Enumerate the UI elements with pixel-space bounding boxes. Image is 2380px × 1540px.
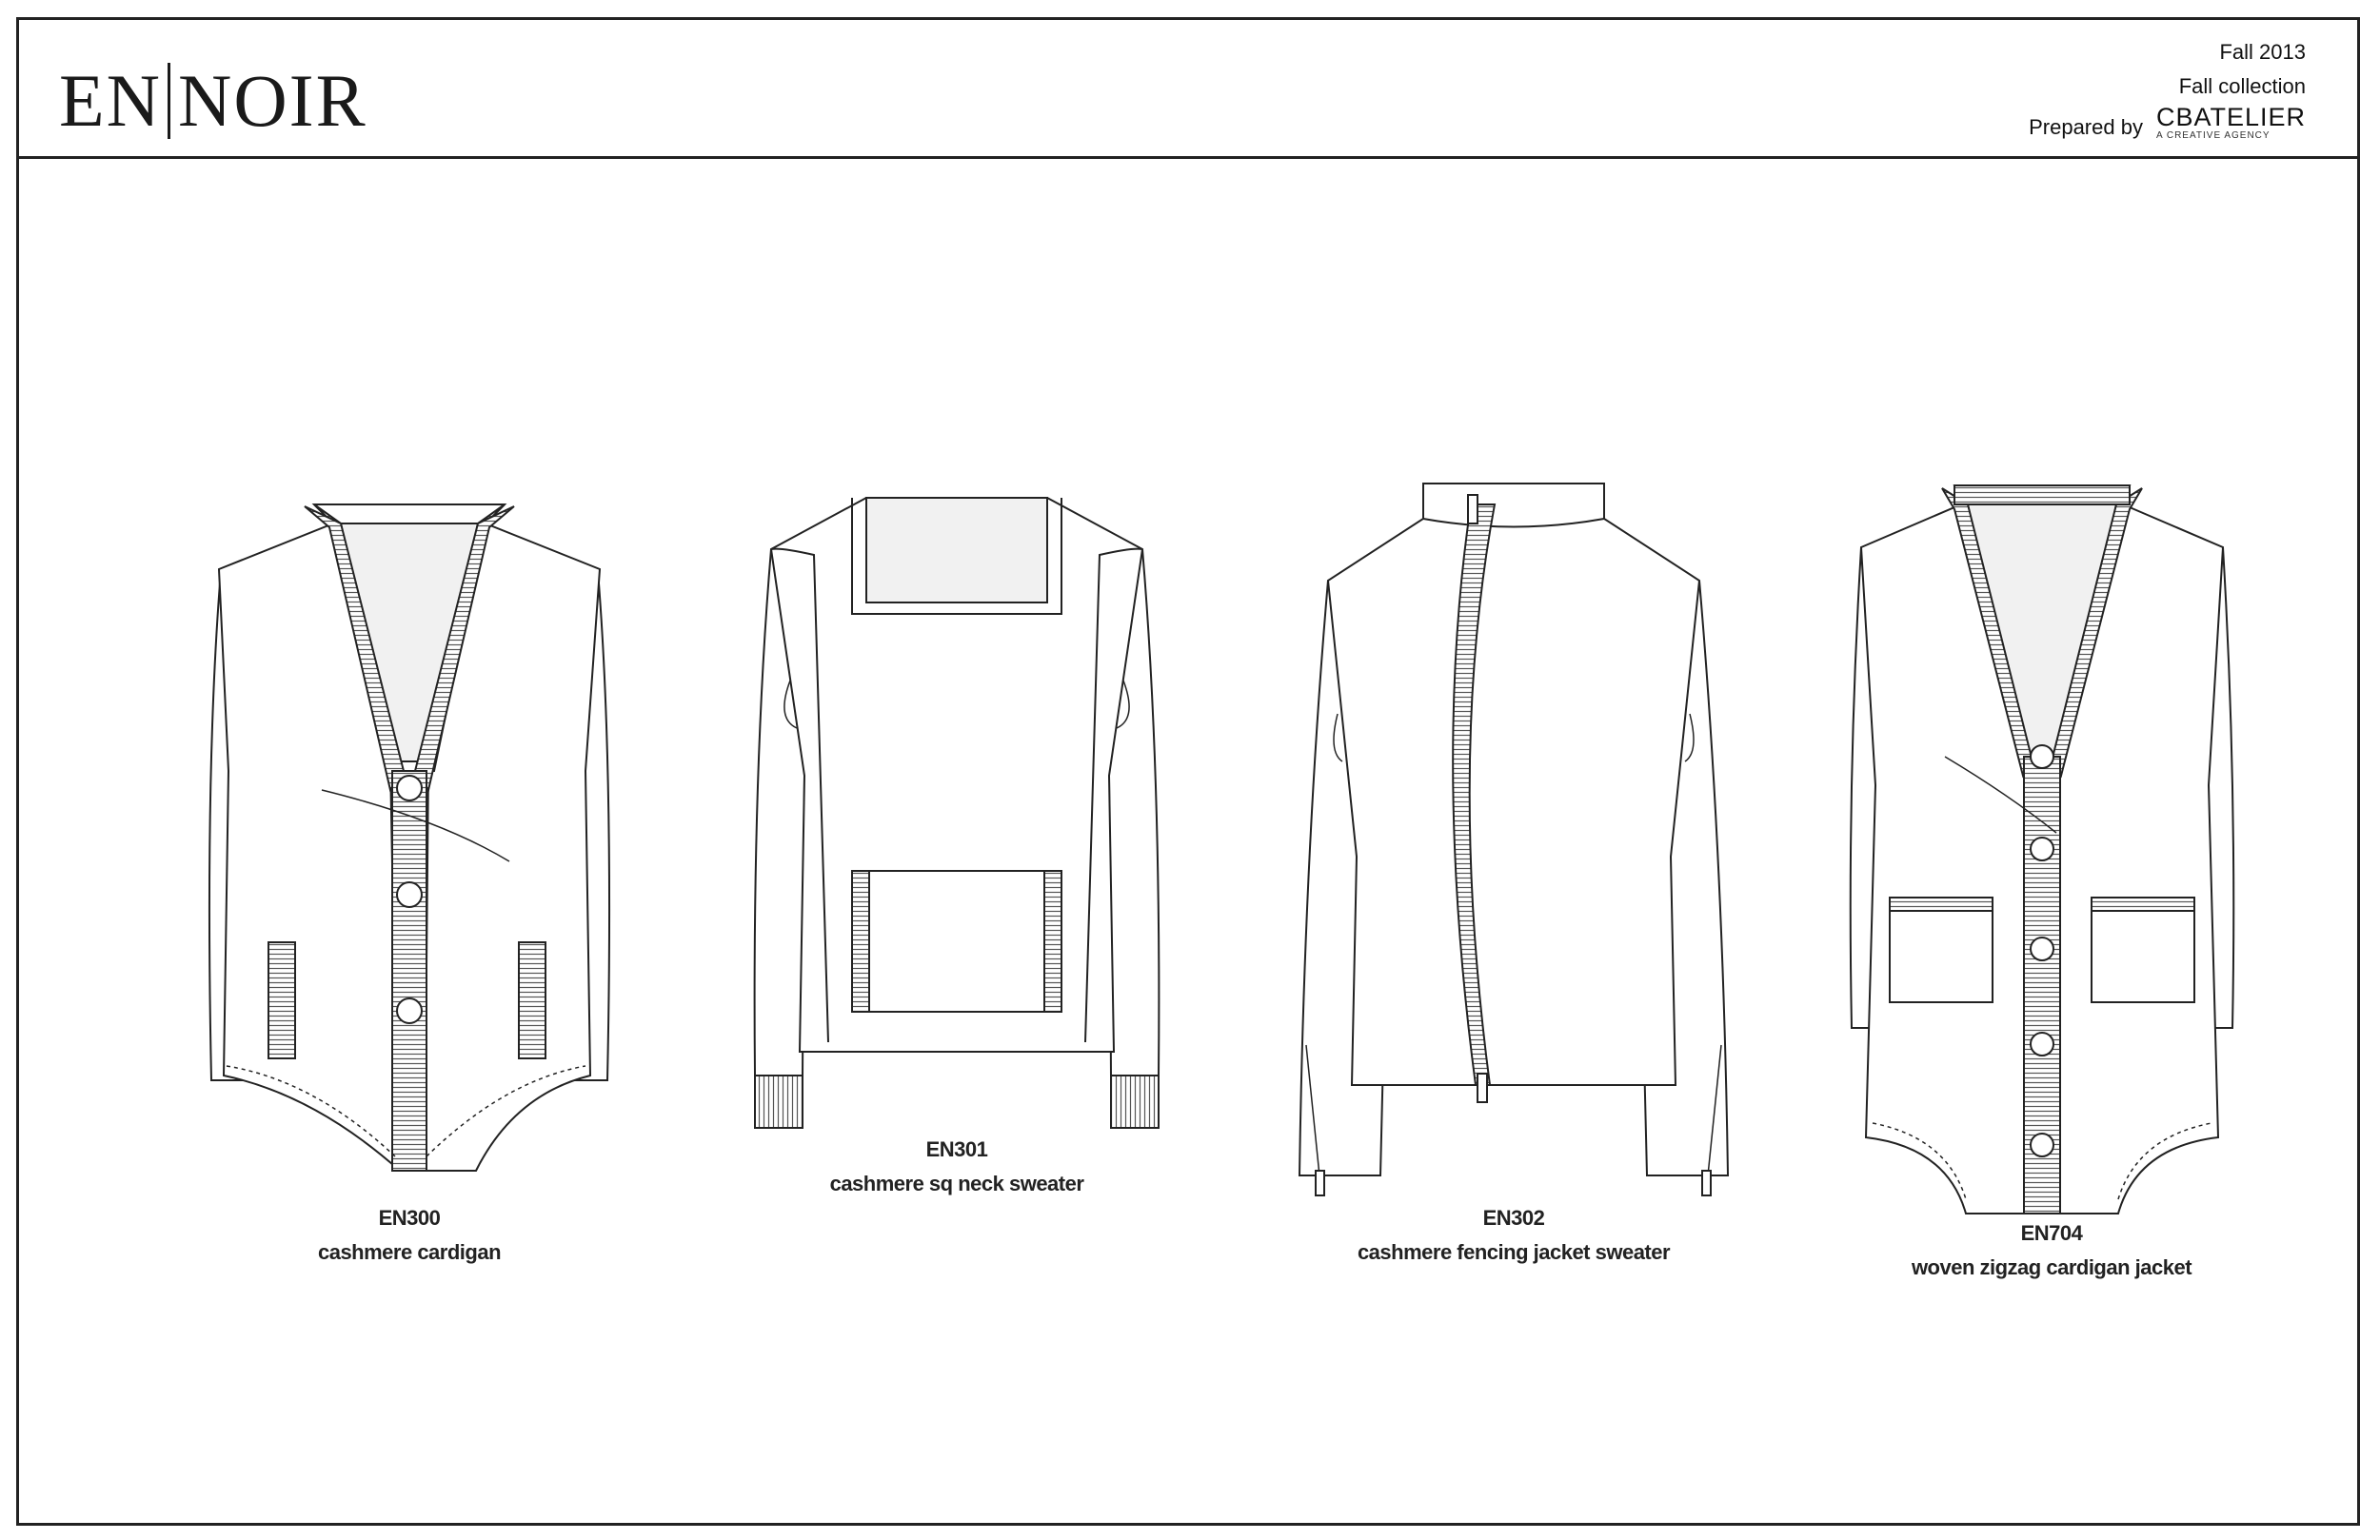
button-5: [2030, 1133, 2054, 1157]
cuff-left: [754, 1075, 803, 1129]
kangaroo-pocket: [851, 870, 1062, 1013]
agency-name: CBATELIER: [2155, 103, 2306, 131]
garment-code: EN302: [1482, 1206, 1545, 1230]
prepared-by: Prepared by CBATELIER A CREATIVE AGENCY: [2029, 104, 2306, 142]
collection-label: Fall collection: [2178, 74, 2306, 98]
zip-pull-top: [1467, 494, 1478, 524]
line-sheet: EN NOIR Fall 2013 Fall collection Prepar…: [16, 17, 2360, 1526]
sleeve-right: [1108, 548, 1160, 1076]
elbow-fold-left: [783, 680, 798, 729]
brand-divider: [167, 63, 170, 139]
mock-neck: [1422, 518, 1605, 528]
button-2: [396, 881, 423, 908]
square-neck: [865, 497, 1048, 603]
sleeve-left: [1849, 546, 1889, 1029]
garment-en300-sketch: [200, 485, 619, 1180]
garment-code: EN704: [2020, 1221, 2083, 1245]
cuff-zip-left: [1315, 1170, 1325, 1196]
sleeve-left: [753, 548, 805, 1076]
pocket-left: [268, 941, 296, 1059]
neck-trim: [851, 498, 1062, 615]
hem-stitch: [226, 1065, 586, 1157]
pocket-left: [1889, 897, 1993, 1003]
brand-logo: EN NOIR: [59, 58, 367, 144]
garment-en302-sketch: [1295, 476, 1733, 1214]
agency-logo: CBATELIER A CREATIVE AGENCY: [2156, 104, 2306, 142]
garment-en704-caption: EN704 woven zigzag cardigan jacket: [1861, 1216, 2242, 1285]
sleeve-right: [565, 570, 611, 1081]
pocket-rib-right: [1043, 870, 1062, 1013]
brand-right: NOIR: [177, 59, 367, 142]
pocket-right: [518, 941, 546, 1059]
raglan-left: [770, 547, 829, 1043]
pocket-flap-right: [2091, 897, 2195, 912]
asymmetric-zip: [1452, 503, 1497, 1086]
brand-left: EN: [59, 59, 162, 142]
season-label: Fall 2013: [2219, 40, 2306, 64]
garment-en302-caption: EN302 cashmere fencing jacket sweater: [1333, 1201, 1695, 1270]
hem-stitch: [1872, 1122, 2212, 1200]
raglan-right: [1084, 547, 1143, 1043]
drape-line: [1944, 756, 2057, 834]
elbow-fold-right: [1684, 713, 1695, 762]
garment-en300-caption: EN300 cashmere cardigan: [243, 1201, 576, 1270]
side-zip-right: [1707, 1044, 1722, 1176]
button-4: [2030, 1032, 2054, 1056]
drape-line: [321, 789, 510, 862]
collar-back: [1954, 484, 2131, 505]
agency-tagline: A CREATIVE AGENCY: [2155, 130, 2271, 141]
elbow-fold-right: [1116, 680, 1130, 729]
garment-name: woven zigzag cardigan jacket: [1911, 1255, 2192, 1279]
garment-code: EN300: [378, 1206, 441, 1230]
zip-pull-bottom: [1477, 1073, 1488, 1103]
placket: [391, 770, 427, 1172]
button-3: [2030, 937, 2054, 961]
garment-en301-sketch: [747, 490, 1166, 1133]
pocket-rib-left: [851, 870, 870, 1013]
button-1: [396, 775, 423, 801]
button-3: [396, 997, 423, 1024]
season-info: Fall 2013 Fall collection: [2179, 35, 2306, 104]
elbow-fold-left: [1333, 713, 1343, 762]
garment-name: cashmere cardigan: [317, 1240, 502, 1264]
garment-en704-sketch: [1842, 481, 2242, 1218]
cuff-right: [1110, 1075, 1160, 1129]
cuff-zip-right: [1701, 1170, 1712, 1196]
button-2: [2030, 837, 2054, 861]
pocket-flap-left: [1889, 897, 1993, 912]
sleeve-right: [2195, 546, 2235, 1029]
prepared-label: Prepared by: [2029, 115, 2143, 139]
button-1: [2030, 744, 2054, 769]
sheet-header: EN NOIR Fall 2013 Fall collection Prepar…: [19, 20, 2357, 159]
garment-name: cashmere fencing jacket sweater: [1357, 1240, 1671, 1264]
jacket-body: [1326, 483, 1701, 1086]
side-zip-left: [1305, 1044, 1320, 1176]
garment-code: EN301: [925, 1137, 988, 1161]
sleeve-left: [208, 570, 253, 1081]
garment-name: cashmere sq neck sweater: [829, 1172, 1084, 1195]
pocket-right: [2091, 897, 2195, 1003]
garment-en301-caption: EN301 cashmere sq neck sweater: [781, 1133, 1133, 1201]
